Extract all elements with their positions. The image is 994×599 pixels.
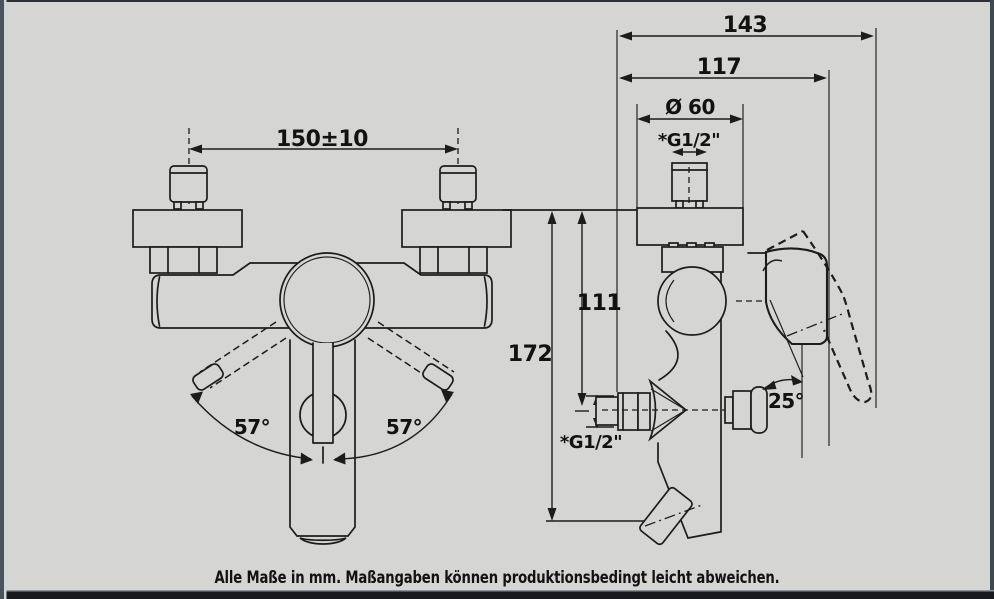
front-view [132,128,512,545]
handle-side-closed [747,247,829,378]
right-supply-nipple [439,165,477,210]
side-escutcheon [636,207,744,246]
frame-top [0,0,994,2]
frame-left [0,0,4,599]
swing-arc-right [334,393,453,460]
body-neck [658,330,679,381]
lever-front [312,342,334,464]
aerator-front [299,537,347,545]
frame-right [990,0,994,599]
dim-label-top-thread: *G1/2" [658,130,720,151]
dim-label-outlet-height: 111 [577,291,621,316]
handle-swing-dashed [199,321,455,389]
right-escutcheon [401,209,512,248]
handle-side-open-dashed [766,230,873,404]
footer-note: Alle Maße in mm. Maßangaben können produ… [215,568,780,588]
dim-label-total-height: 172 [508,342,552,367]
dim-label-hole-spacing: 150±10 [276,127,368,152]
angle-label-handle-swing: 25° [768,389,804,413]
ext-lines-escutcheon [636,104,744,208]
handle-pivot [279,252,375,348]
dim-label-total-depth: 143 [723,13,767,38]
angle-label-swivel-left: 57° [234,415,270,439]
top-connection-nipple [671,162,708,209]
side-view [502,28,877,546]
shower-outlet [595,378,740,442]
left-escutcheon [132,209,243,248]
right-union-nut [419,246,488,274]
left-union-nut [149,246,218,274]
dim-label-depth-to-handle: 117 [697,55,741,80]
left-supply-nipple [169,165,208,210]
frame-left-highlight [4,0,7,599]
dim-label-outlet-thread: *G1/2" [560,432,622,453]
valve-body [657,266,727,336]
frame-bottom [0,591,994,599]
spout-aerator-side [639,486,693,546]
swing-arc-left [191,395,312,460]
handle-end-cap-right [422,363,454,391]
dim-label-escutcheon-dia: Ø 60 [665,95,715,119]
angle-label-swivel-right: 57° [386,415,422,439]
frame-bottom-highlight [0,590,994,592]
diverter-knob-side [724,386,768,434]
handle-end-cap-left [192,363,224,391]
